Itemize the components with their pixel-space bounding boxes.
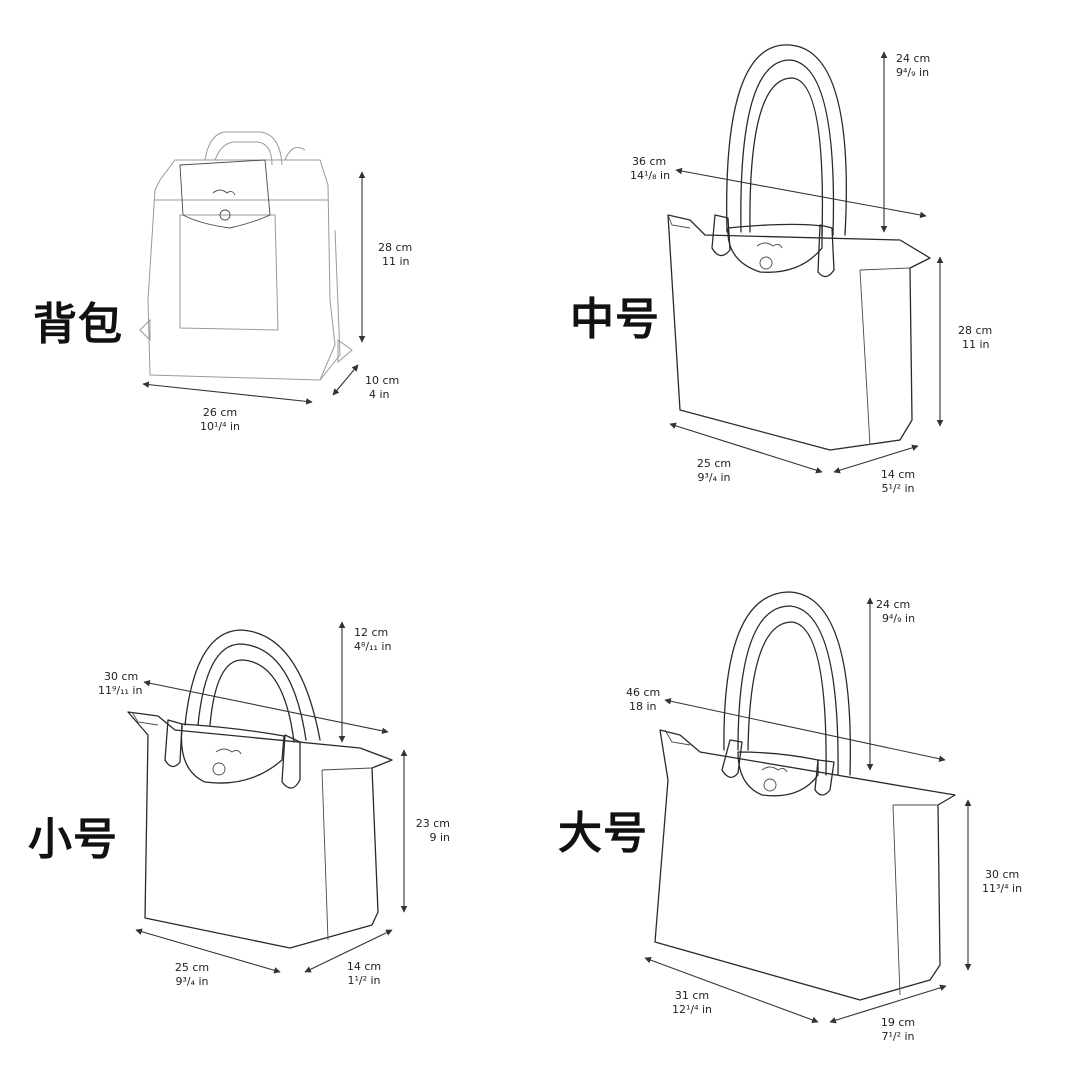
backpack-drawing	[139, 131, 366, 405]
backpack-width-in: 10¹/⁴ in	[199, 420, 241, 433]
small-bag-drawing	[127, 621, 408, 974]
medium-handle-length-arrow	[675, 167, 927, 219]
large-label: 大号	[558, 808, 648, 859]
small-width-arrow	[135, 928, 281, 974]
large-height-cm: 30 cm	[985, 868, 1020, 881]
small-width-cm: 25 cm	[174, 961, 210, 974]
medium-depth-cm: 14 cm	[880, 468, 916, 481]
small-handle-length-cm: 30 cm	[104, 670, 139, 683]
large-handle-length-in: 18 in	[629, 700, 657, 713]
backpack-height-dimension: 28 cm 11 in	[378, 241, 412, 269]
small-handle-drop-dimension: 12 cm 4⁸/₁₁ in	[354, 626, 391, 654]
large-height-dimension: 30 cm 11³/⁴ in	[982, 868, 1022, 896]
medium-height-cm: 28 cm	[958, 324, 993, 337]
medium-depth-dimension: 14 cm 5¹/² in	[870, 468, 926, 496]
large-width-arrow	[644, 956, 819, 1024]
large-depth-arrow	[829, 984, 947, 1024]
small-handle-length-in: 11⁹/₁₁ in	[98, 684, 143, 697]
small-width-in: 9³/₄ in	[175, 975, 209, 988]
small-label: 小号	[28, 814, 118, 865]
medium-handle-drop-cm: 24 cm	[896, 52, 931, 65]
large-width-in: 12¹/⁴ in	[671, 1003, 713, 1016]
small-depth-in: 1¹/² in	[347, 974, 381, 987]
backpack-height-in: 11 in	[382, 255, 410, 268]
medium-width-cm: 25 cm	[696, 457, 732, 470]
large-handle-length-cm: 46 cm	[626, 686, 661, 699]
medium-handle-drop-dimension: 24 cm 9⁴/₉ in	[896, 52, 930, 80]
medium-width-in: 9³/₄ in	[697, 471, 731, 484]
large-depth-cm: 19 cm	[880, 1016, 916, 1029]
large-width-cm: 31 cm	[674, 989, 710, 1002]
medium-handle-drop-in: 9⁴/₉ in	[896, 66, 930, 79]
backpack-depth-in: 4 in	[369, 388, 390, 401]
backpack-label: 背包	[33, 299, 123, 350]
backpack-width-dimension: 26 cm 10¹/⁴ in	[190, 406, 250, 434]
small-width-dimension: 25 cm 9³/₄ in	[164, 961, 220, 989]
backpack-depth-dimension: 10 cm 4 in	[365, 374, 399, 402]
small-handle-drop-cm: 12 cm	[354, 626, 389, 639]
medium-depth-arrow	[833, 444, 919, 474]
small-depth-cm: 14 cm	[346, 960, 382, 973]
backpack-depth-arrow	[332, 364, 359, 396]
medium-bag-drawing	[667, 44, 944, 474]
medium-handle-length-dimension: 36 cm 14¹/₈ in	[630, 155, 670, 183]
small-handle-length-arrow	[143, 679, 389, 735]
large-handle-length-arrow	[664, 698, 946, 762]
backpack-width-cm: 26 cm	[202, 406, 238, 419]
backpack-width-arrow	[142, 381, 313, 405]
large-height-in: 11³/⁴ in	[982, 882, 1023, 895]
medium-handle-length-in: 14¹/₈ in	[630, 169, 671, 182]
small-height-in: 9 in	[429, 831, 450, 844]
medium-handle-length-cm: 36 cm	[632, 155, 667, 168]
small-height-cm: 23 cm	[415, 817, 450, 830]
small-depth-dimension: 14 cm 1¹/² in	[336, 960, 392, 988]
large-handle-drop-dimension: 24 cm 9⁴/₉ in	[876, 598, 915, 626]
medium-width-dimension: 25 cm 9³/₄ in	[686, 457, 742, 485]
backpack-depth-cm: 10 cm	[365, 374, 400, 387]
small-handle-length-dimension: 30 cm 11⁹/₁₁ in	[98, 670, 142, 698]
large-handle-length-dimension: 46 cm 18 in	[626, 686, 660, 714]
large-depth-dimension: 19 cm 7¹/² in	[870, 1016, 926, 1044]
medium-depth-in: 5¹/² in	[881, 482, 915, 495]
large-handle-drop-cm: 24 cm	[876, 598, 911, 611]
medium-width-arrow	[669, 422, 823, 474]
small-depth-arrow	[304, 929, 393, 973]
large-handle-drop-in: 9⁴/₉ in	[882, 612, 916, 625]
backpack-height-cm: 28 cm	[378, 241, 413, 254]
medium-height-dimension: 28 cm 11 in	[958, 324, 992, 352]
large-depth-in: 7¹/² in	[881, 1030, 915, 1043]
medium-label: 中号	[570, 294, 660, 345]
large-bag-drawing	[644, 591, 972, 1024]
small-height-dimension: 23 cm 9 in	[402, 817, 450, 845]
large-width-dimension: 31 cm 12¹/⁴ in	[664, 989, 720, 1017]
medium-height-in: 11 in	[962, 338, 990, 351]
small-handle-drop-in: 4⁸/₁₁ in	[354, 640, 392, 653]
